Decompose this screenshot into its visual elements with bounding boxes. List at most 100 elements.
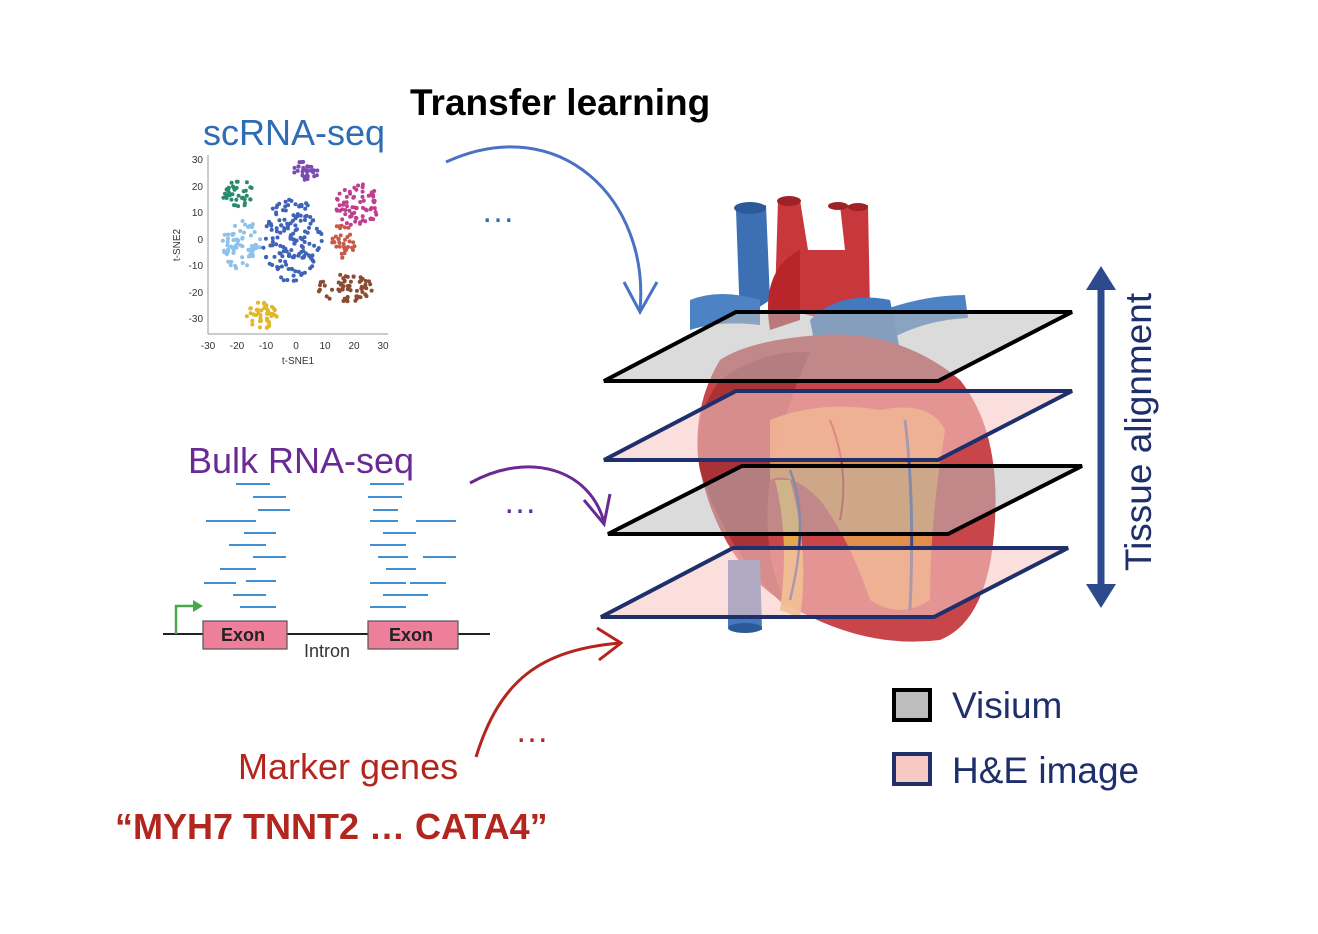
tsne-point	[272, 308, 277, 313]
tsne-point	[233, 243, 238, 248]
tsne-point	[297, 160, 302, 165]
xtick: 0	[293, 341, 299, 352]
tsne-point	[344, 221, 349, 226]
tsne-point	[367, 279, 371, 284]
tsne-point	[267, 261, 272, 266]
tsne-point	[348, 191, 353, 196]
tsne-point	[292, 241, 297, 246]
tsne-point	[250, 225, 254, 230]
tsne-point	[349, 214, 354, 218]
tsne-point	[337, 191, 342, 196]
tsne-point	[337, 224, 342, 229]
bulk-reads	[204, 483, 456, 608]
tsne-point	[264, 255, 268, 260]
tsne-point	[345, 234, 350, 239]
tsne-point	[372, 189, 377, 193]
visium-slice-1	[603, 310, 1073, 383]
tsne-point	[291, 213, 296, 218]
tsne-point	[295, 168, 300, 173]
tsne-point	[264, 306, 269, 311]
tsne-point	[255, 307, 260, 312]
tsne-point	[252, 230, 257, 234]
tsne-point	[230, 192, 235, 197]
tsne-point	[343, 274, 348, 279]
tsne-point	[337, 289, 342, 294]
tsne-point	[278, 258, 283, 263]
x-axis-label: t-SNE1	[282, 356, 315, 367]
tsne-point	[363, 219, 368, 224]
tsne-point	[308, 221, 313, 226]
tsne-point	[233, 237, 238, 242]
tsne-point	[250, 318, 255, 323]
tsne-point	[250, 253, 255, 258]
tsne-point	[253, 243, 258, 247]
tsne-point	[350, 245, 354, 250]
tsne-point	[357, 279, 362, 284]
exon-box-2	[367, 620, 459, 650]
tsne-point	[358, 275, 363, 280]
tsne-point	[340, 255, 345, 260]
tsne-point	[246, 225, 251, 229]
tsne-point	[221, 195, 226, 200]
tsne-point	[267, 321, 272, 325]
tsne-point	[243, 222, 248, 227]
tsne-point	[264, 224, 269, 229]
tsne-point	[270, 239, 275, 244]
tsne-point	[360, 189, 365, 194]
tsne-point	[268, 243, 273, 248]
tsne-point	[327, 296, 332, 301]
tsne-point	[300, 255, 305, 260]
tsne-point	[226, 232, 231, 237]
tsne-point	[361, 285, 366, 290]
tsne-point	[301, 165, 306, 170]
tsne-point	[286, 267, 291, 271]
tsne-point	[343, 237, 347, 242]
tsne-point	[230, 232, 235, 237]
tsne-point	[347, 208, 352, 213]
tsne-point	[283, 259, 288, 264]
tsne-point	[258, 237, 263, 242]
tsne-point	[234, 185, 239, 190]
tsne-point	[312, 243, 317, 248]
tsne-point	[250, 322, 255, 327]
tsne-point	[283, 208, 288, 213]
tsne-point	[274, 229, 279, 234]
tsne-point	[305, 203, 310, 208]
ellipsis-scrna: …	[481, 192, 515, 230]
marker-gene-list: “MYH7 TNNT2 … CATA4”	[115, 806, 548, 847]
tsne-point	[282, 226, 287, 231]
tsne-point	[277, 201, 282, 206]
ytick: 30	[192, 155, 204, 166]
tsne-point	[279, 223, 284, 228]
xtick: 10	[319, 341, 331, 352]
tissue-slices	[600, 310, 1083, 619]
tsne-point	[240, 261, 245, 265]
tsne-point	[257, 245, 262, 250]
tsne-point	[274, 205, 279, 210]
tsne-point	[229, 197, 234, 202]
tsne-point	[348, 232, 353, 237]
tsne-point	[330, 287, 334, 292]
xtick: -20	[230, 341, 245, 352]
tsne-point	[360, 194, 365, 199]
tsne-point	[311, 259, 316, 264]
tsne-point	[343, 208, 348, 212]
tsne-point	[240, 244, 245, 249]
tsne-point	[246, 247, 251, 252]
tsne-point	[293, 202, 298, 207]
xtick: 20	[348, 341, 360, 352]
tsne-point	[269, 227, 274, 232]
marker-arrow	[474, 641, 621, 758]
tsne-point	[293, 216, 298, 221]
tsne-point	[316, 289, 321, 294]
alignment-arrow	[1086, 266, 1116, 608]
tsne-point	[270, 236, 275, 241]
tsne-point	[244, 193, 249, 198]
tsne-point	[343, 298, 348, 303]
tsne-point	[224, 193, 229, 198]
tsne-point	[368, 216, 373, 221]
tsne-point	[286, 254, 291, 258]
tsne-point	[353, 219, 358, 224]
tsne-point	[243, 201, 247, 206]
tsne-point	[244, 180, 249, 185]
